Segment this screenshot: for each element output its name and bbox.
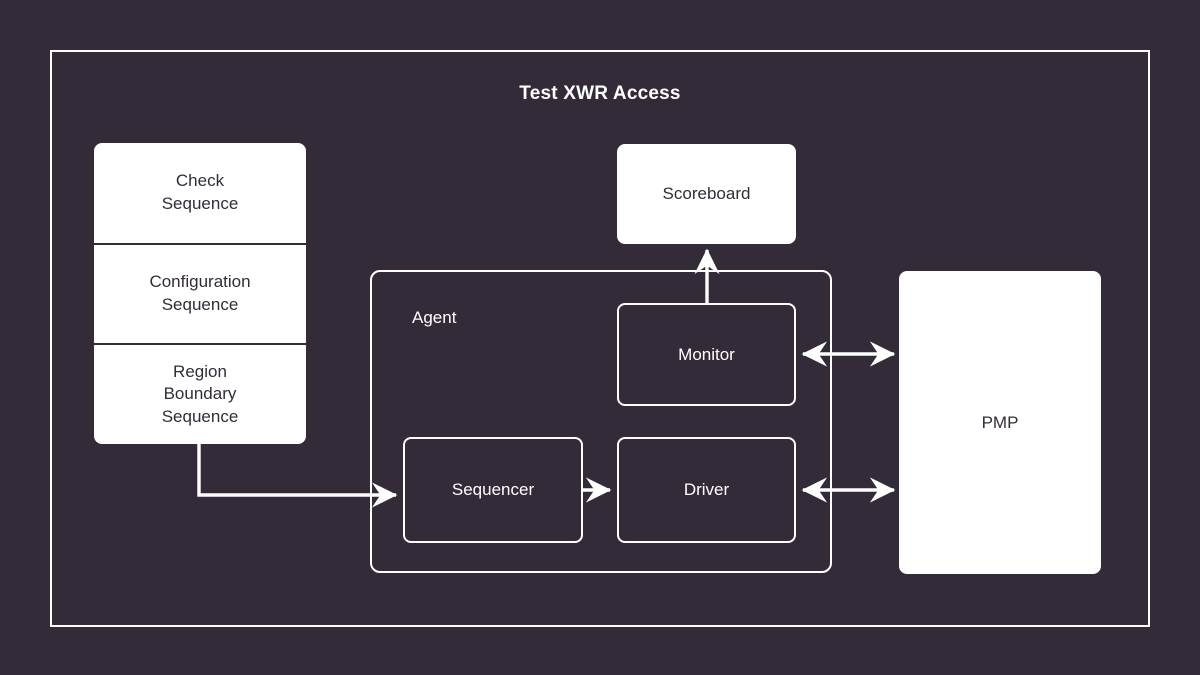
agent-container[interactable] (370, 270, 832, 573)
pmp-block[interactable]: PMP (899, 271, 1101, 574)
diagram-outer-frame (50, 50, 1150, 627)
driver-block[interactable]: Driver (617, 437, 796, 543)
agent-label: Agent (412, 308, 457, 327)
scoreboard-block[interactable]: Scoreboard (617, 144, 796, 244)
page-title: Test XWR Access (519, 83, 681, 104)
sequencer-block[interactable]: Sequencer (403, 437, 583, 543)
monitor-block[interactable]: Monitor (617, 303, 796, 406)
